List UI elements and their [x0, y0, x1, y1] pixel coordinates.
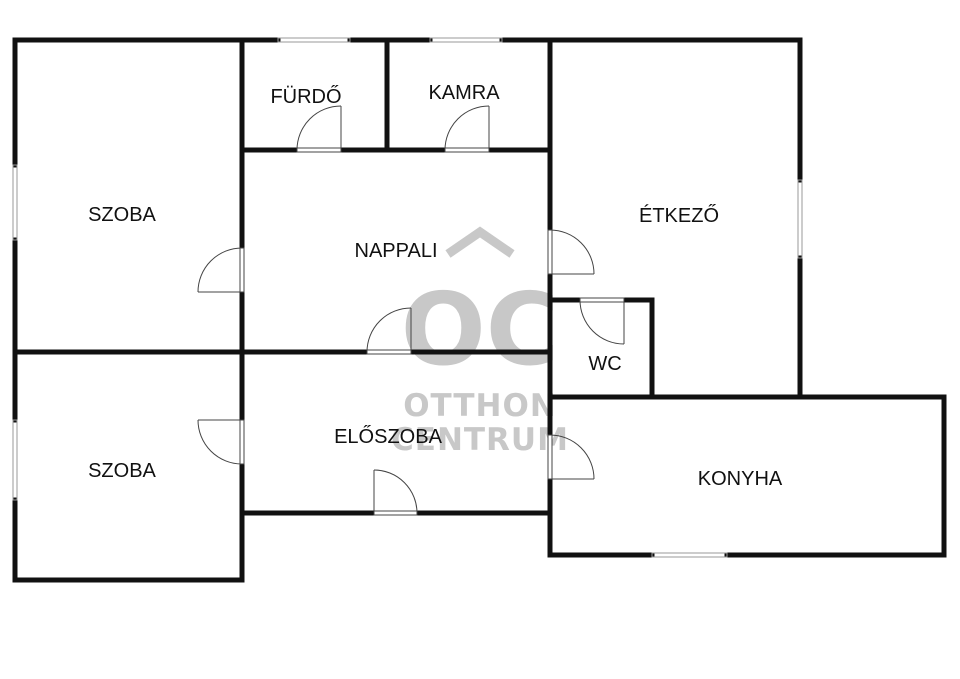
windows	[12, 37, 803, 558]
room-labels: SZOBA FÜRDŐ KAMRA NAPPALI ÉTKEZŐ WC ELŐS…	[88, 82, 783, 490]
door-swing-icon	[547, 434, 595, 480]
watermark-line-2: CENTRUM	[391, 422, 569, 458]
door-swing-icon	[547, 229, 595, 275]
room-label-wc: WC	[588, 353, 621, 375]
door-swing-icon	[373, 469, 418, 516]
door-swing-icon	[197, 419, 245, 465]
room-label-nappali: NAPPALI	[355, 240, 438, 262]
window	[651, 552, 728, 558]
watermark-monogram: OC	[401, 271, 559, 388]
window	[429, 37, 503, 43]
room-label-szoba-bottom: SZOBA	[88, 460, 156, 482]
room-label-kamra: KAMRA	[428, 82, 500, 104]
room-label-etkezo: ÉTKEZŐ	[639, 204, 719, 227]
window	[12, 419, 18, 501]
door-swing-icon	[296, 105, 342, 153]
doors	[197, 105, 625, 516]
room-label-eloszoba: ELŐSZOBA	[334, 425, 442, 448]
room-label-furdo: FÜRDŐ	[270, 85, 341, 108]
door-swing-icon	[366, 307, 412, 355]
door-swing-icon	[444, 105, 490, 153]
walls	[12, 37, 947, 583]
window	[277, 37, 351, 43]
watermark-line-1: OTTHON	[403, 388, 557, 424]
room-label-szoba-top: SZOBA	[88, 204, 156, 226]
door-swing-icon	[579, 297, 625, 345]
door-swing-icon	[197, 247, 245, 293]
room-label-konyha: KONYHA	[698, 468, 783, 490]
otthon-centrum-watermark: OC OTTHON CENTRUM	[391, 226, 569, 458]
watermark-roof-icon	[445, 226, 515, 258]
window	[12, 164, 18, 241]
window	[797, 179, 803, 259]
